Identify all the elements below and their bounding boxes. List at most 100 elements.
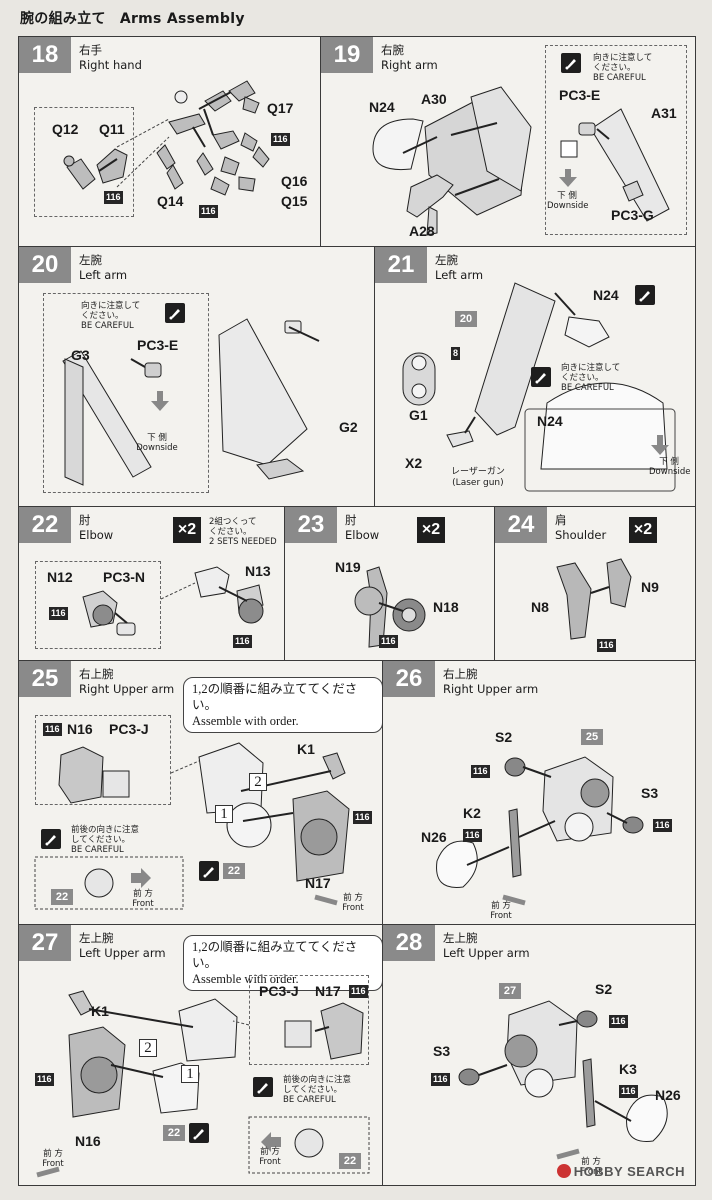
caution-icon [561,53,581,73]
caution-icon [531,367,551,387]
caution-icon [253,1077,273,1097]
careful-note: 向きに注意してください。BE CAREFUL [593,53,653,83]
badge-116: 116 [271,133,290,146]
step-ref: 20 [455,311,477,327]
part-label: N16 [67,721,93,737]
part-label: PC3-J [109,721,149,737]
part-label: A30 [421,91,447,107]
subassembly-box [249,975,369,1065]
part-label: N17 [305,875,331,891]
part-label: N24 [593,287,619,303]
quantity-badge: ×2 [173,517,201,543]
step-ref: 25 [581,729,603,745]
part-label: G3 [71,347,90,363]
order-step-1: 1 [181,1065,199,1083]
quantity-badge: ×2 [417,517,445,543]
step-ref: 22 [339,1153,361,1169]
step-number: 21 [375,247,427,283]
subassembly-box [34,107,134,217]
part-label: G2 [339,419,358,435]
badge-116: 116 [463,829,482,842]
part-label: S3 [641,785,659,801]
part-label: G1 [409,407,428,423]
order-step-2: 2 [139,1039,157,1057]
part-ref-badge: 8 [451,347,461,360]
right-upper-arm-drawing [34,742,350,910]
badge-116: 116 [653,819,672,832]
part-label: Q14 [157,193,184,209]
caution-icon [635,285,655,305]
order-note: 1,2の順番に組み立ててください。Assemble with order. [183,935,383,991]
right-upper-arm-assembly-drawing [436,756,644,906]
step-number: 23 [285,507,337,543]
hobby-search-icon [556,1164,571,1178]
careful-note: 前後の向きに注意してください。BE CAREFUL [71,825,140,855]
part-label: Q16 [281,173,308,189]
badge-116: 116 [619,1085,638,1098]
badge-116: 116 [104,191,123,204]
careful-box [43,293,209,493]
caution-icon [189,1123,209,1143]
part-label: S2 [495,729,513,745]
badge-116: 116 [49,607,68,620]
part-label: N18 [433,599,459,615]
left-upper-arm-assembly-drawing [458,1000,668,1160]
badge-116: 116 [353,811,372,824]
shoulder-drawing [556,558,632,640]
caution-icon [165,303,185,323]
part-label: N13 [245,563,271,579]
step-ref: 22 [51,889,73,905]
part-label: N24 [369,99,395,115]
careful-note: 向きに注意してください。BE CAREFUL [81,301,141,331]
part-label: N26 [655,1087,681,1103]
order-step-2: 2 [249,773,267,791]
badge-116: 116 [35,1073,54,1086]
part-label: N26 [421,829,447,845]
part-label: N17 [315,983,341,999]
order-step-1: 1 [215,805,233,823]
badge-116: 116 [43,723,62,736]
step-number: 24 [495,507,547,543]
step-ref: 22 [223,863,245,879]
part-label: N8 [531,599,549,615]
step-number: 26 [383,661,435,697]
badge-116: 116 [349,985,368,998]
part-label: PC3-J [259,983,299,999]
part-label: S2 [595,981,613,997]
left-arm-drawing [62,318,320,486]
part-label: A28 [409,223,435,239]
step-ref: 22 [163,1125,185,1141]
careful-note: 向きに注意してください。BE CAREFUL [561,363,621,393]
badge-116: 116 [199,205,218,218]
badge-116: 116 [471,765,490,778]
watermark-logo: HOBBY SEARCH [556,1164,685,1179]
step-number: 27 [19,925,71,961]
part-label: Q15 [281,193,308,209]
left-upper-arm-drawing [36,990,370,1178]
part-label: K3 [619,1061,637,1077]
quantity-badge: ×2 [629,517,657,543]
step-number: 20 [19,247,71,283]
caution-icon [199,861,219,881]
part-label: S3 [433,1043,451,1059]
right-arm-drawing [372,86,670,236]
badge-116: 116 [431,1073,450,1086]
